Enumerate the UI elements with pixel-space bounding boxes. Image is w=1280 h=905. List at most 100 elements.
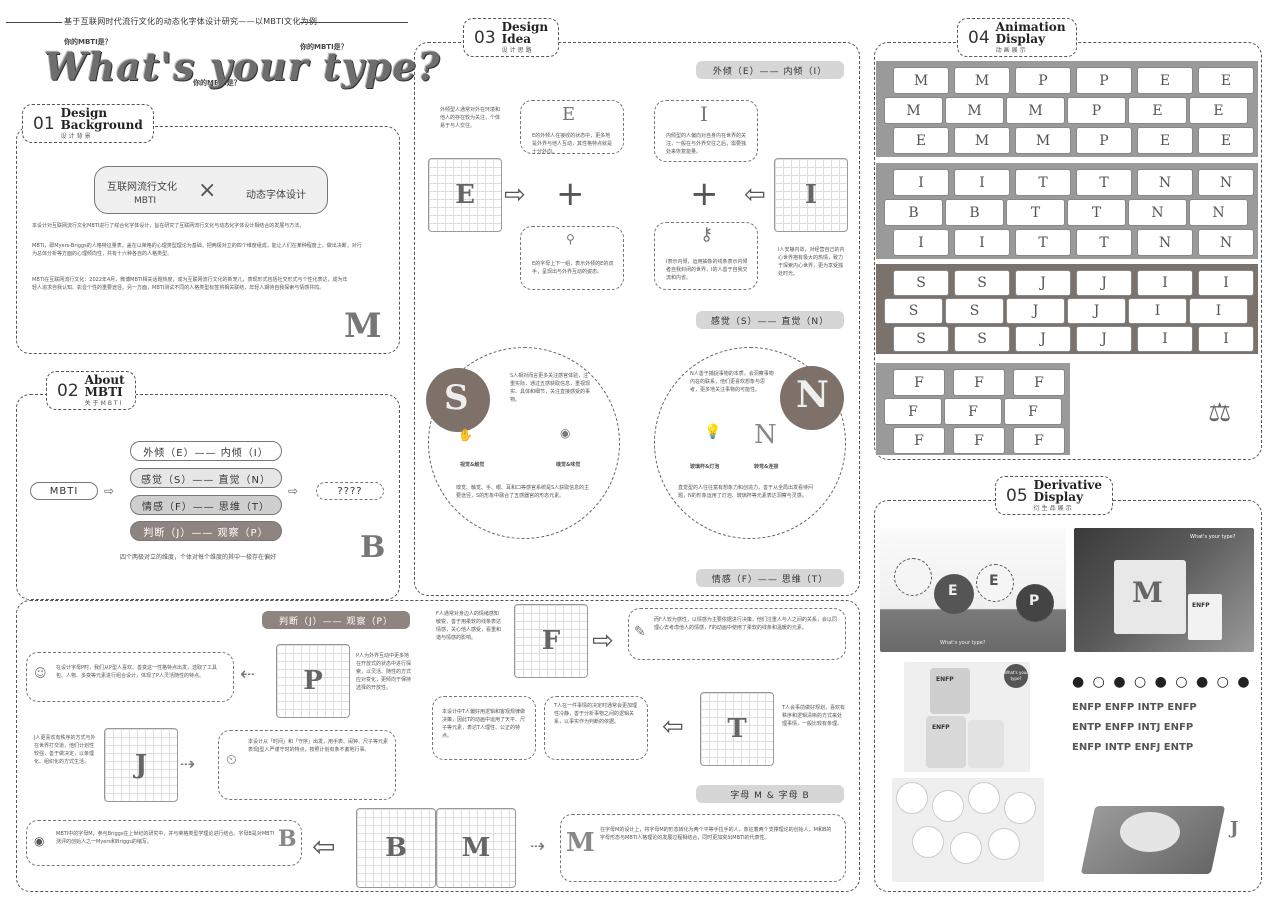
animation-frame: E: [1137, 67, 1193, 94]
photo-badges: [892, 778, 1044, 882]
concept-right: 动态字体设计: [246, 190, 306, 201]
animation-frame: E: [1128, 97, 1187, 124]
animation-frame-letter: J: [1101, 275, 1107, 291]
photo-bag-cup: M ENFP What's your type?: [1074, 528, 1254, 652]
i-arrow-icon: ⇦: [744, 180, 766, 210]
animation-frame: B: [884, 199, 943, 226]
badge-3-icon: [968, 782, 1000, 814]
bag-shape: [1114, 560, 1186, 634]
animation-frame: S: [893, 326, 949, 352]
animation-frame: M: [954, 67, 1010, 94]
animation-frame: M: [1006, 97, 1065, 124]
section-05-title-1: Derivative: [1033, 478, 1103, 492]
can-1-label: ENFP: [936, 676, 954, 683]
section-03-panel: [414, 42, 860, 596]
photo-keychains: E E P What's your type?: [880, 528, 1066, 652]
n-badge-glyph: N: [796, 374, 829, 416]
animation-frame: T: [1067, 199, 1126, 226]
animation-frame-letter: M: [1028, 102, 1043, 119]
animation-frame: J: [1006, 298, 1065, 324]
mb-header: 字母 M & 字母 B: [696, 785, 844, 803]
animation-frame: F: [944, 398, 1002, 425]
mb-right-box: [560, 814, 846, 882]
n-bulb-icon: 💡: [704, 424, 722, 440]
section-01-title-2: Background: [60, 118, 143, 132]
animation-frame: J: [1067, 298, 1126, 324]
animation-frame-letter: I: [918, 174, 924, 191]
n-dark-badge: [780, 366, 844, 430]
animation-frame: I: [954, 229, 1010, 256]
j-box: [218, 730, 396, 800]
t-box-1: [432, 696, 536, 760]
sn-header: 感觉（S）—— 直觉（N）: [696, 311, 844, 329]
keychain-1-icon: [894, 558, 932, 596]
bag-glyph: M: [1132, 576, 1163, 609]
animation-frame-letter: I: [1154, 303, 1161, 319]
animation-frame-letter: I: [1162, 331, 1168, 347]
animation-frame-letter: E: [1213, 102, 1224, 119]
s-sense-icon-1: ✋: [458, 428, 473, 442]
animation-frame-letter: E: [915, 132, 927, 149]
animation-frame-letter: N: [1212, 204, 1225, 221]
animation-frame-letter: S: [908, 303, 919, 319]
animation-frame-letter: J: [1040, 331, 1046, 347]
cup-label: ENFP: [1192, 602, 1210, 609]
question-1: 你的MBTI是？: [64, 38, 112, 46]
animation-frame: B: [945, 199, 1004, 226]
t-box-1-text: 本设计中T人偏好用逻辑和客观规律做决策，因此T的动画中运用了天平、尺子等元素，表…: [442, 709, 526, 739]
e-plus: +: [556, 174, 585, 214]
sticker-row-3: ENFP INTP ENFJ ENTP: [1072, 742, 1194, 753]
animation-frame-letter: M: [1035, 132, 1051, 149]
i-intro-text: I人安静内敛，对经营自己的内心世界抱有极大的热情，致力于探索内心世界，更为享受独…: [778, 247, 845, 277]
e-arrow-icon: ⇨: [504, 180, 526, 210]
animation-frame: I: [1137, 326, 1193, 352]
ft-header: 情感（F）—— 思维（T）: [696, 569, 844, 587]
animation-frame-letter: N: [1151, 204, 1164, 221]
e-box-2: [520, 226, 624, 290]
animation-frame: I: [893, 169, 949, 196]
mb-left-text: MBTI中的字母M，参与Briggs在上世纪的研究中，并与荣格类型学理论进行结合…: [56, 831, 275, 845]
animation-frame: P: [1076, 67, 1132, 94]
animation-frame-letter: J: [1040, 275, 1046, 291]
i-figure-icon: ⚷: [700, 224, 714, 245]
p-grid-glyph: P: [276, 644, 350, 718]
s-circle-text: S人相对而言更多关注感官体验，注重实际，通过五感获取信息，重视现实、具体和细节，…: [510, 373, 591, 403]
badge-1-icon: [896, 782, 928, 814]
animation-frame: E: [893, 127, 949, 154]
e-box-1: [520, 100, 624, 154]
section-01-title-1: Design: [60, 106, 108, 120]
concept-cross: ×: [198, 178, 217, 203]
photo-bag-caption: What's your type?: [1190, 534, 1236, 540]
mb-left-arrow-icon: ⇦: [312, 830, 336, 863]
animation-frame: J: [1076, 270, 1132, 296]
can-2: [926, 716, 966, 768]
animation-frame-letter: M: [967, 102, 982, 119]
i-box-1: [654, 100, 758, 162]
section-01-para-1: 本设计对互联网流行文化MBTI进行了综合化字体设计，旨在研究了互联网流行文化与动…: [32, 223, 305, 229]
p-box-text: 在设计字母P时，我们从P型人喜欢、善变这一性格特点出发，选取了工具包、人物、多变…: [56, 665, 218, 679]
animation-frame-letter: T: [1030, 204, 1041, 221]
animation-frame-letter: T: [1091, 204, 1102, 221]
animation-frame: F: [893, 369, 945, 396]
s-bottom-text: 嗅觉、触觉、手、眼、耳和口等感官系统是S人获取信息的主要途径，S的形象中融合了五…: [456, 485, 590, 499]
balance-icon: ⚖: [1208, 398, 1232, 428]
p-intro-text: P人为外界互动中更多地在开放式的状态中进行探索，以灵活、随性的方式应对变化，更倾…: [356, 653, 412, 691]
p-figure-icon: ☺: [34, 666, 47, 680]
keychain-4-letter: P: [1029, 593, 1040, 609]
s-label-1: 视觉&触觉: [460, 462, 485, 468]
j-box-text: 本设计从「时间」和「守序」出发，用手表、闹钟、尺子等元素表现J型人严谨守时的特点…: [248, 739, 389, 753]
f-box: [628, 608, 846, 660]
n-label-1: 玻璃杯&灯泡: [690, 464, 720, 470]
animation-frame-letter: I: [1223, 331, 1229, 347]
section-02-glyph-b: B: [360, 530, 386, 565]
animation-frame-letter: S: [977, 331, 987, 347]
f-grid-glyph: F: [514, 604, 588, 678]
header-rule-left: [6, 22, 62, 23]
n-circle: [654, 347, 846, 539]
animation-frame: M: [884, 97, 943, 124]
f-brush-icon: ✎: [634, 624, 646, 640]
animation-frame: T: [1015, 169, 1071, 196]
animation-frame-letter: T: [1099, 234, 1109, 251]
mb-right-text: 在字母M的设计上，将字母M的形态转化为两个平等手拉手的人，象征着两个支撑理论的创…: [600, 827, 832, 841]
mb-right-glyph: M: [566, 828, 595, 858]
